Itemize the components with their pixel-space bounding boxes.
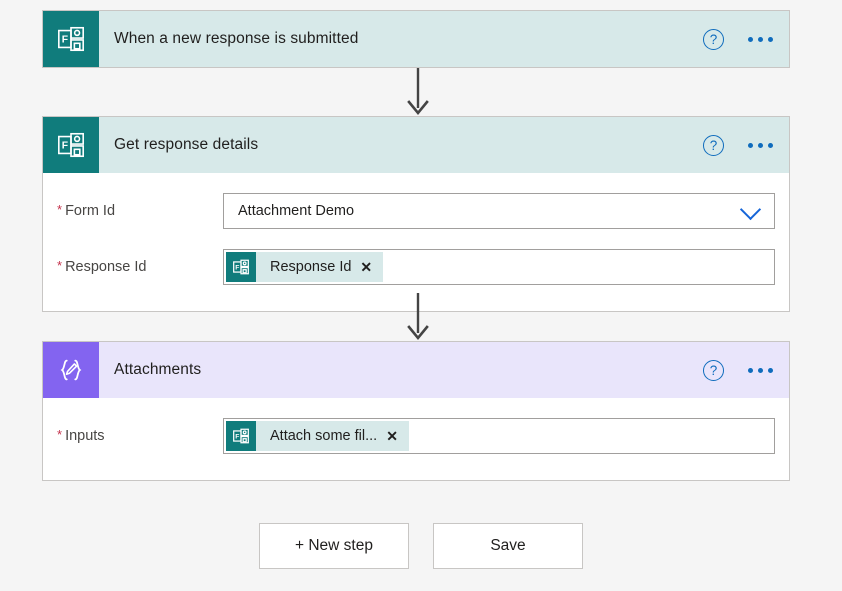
field-row-form-id: *Form Id Attachment Demo bbox=[43, 193, 789, 229]
card-header-actions: ? bbox=[703, 11, 775, 67]
token-label-inputs: Attach some fil... bbox=[270, 428, 378, 444]
card-header-get-response-details[interactable]: F Get response details ? bbox=[43, 117, 789, 173]
new-step-button[interactable]: + New step bbox=[259, 523, 409, 569]
dynamic-token-chip-inputs[interactable]: F Attach some fil... ✕ bbox=[226, 421, 409, 451]
overflow-menu-icon[interactable] bbox=[746, 137, 775, 154]
microsoft-forms-icon: F bbox=[43, 117, 99, 173]
field-label-inputs: *Inputs bbox=[57, 427, 223, 445]
overflow-menu-icon[interactable] bbox=[746, 31, 775, 48]
field-row-inputs: *Inputs F bbox=[43, 418, 789, 454]
field-label-text-response-id: Response Id bbox=[65, 259, 147, 275]
flow-step-card-get-response-details[interactable]: F Get response details ? *Form Id bbox=[42, 116, 790, 312]
microsoft-forms-icon: F bbox=[226, 252, 256, 282]
token-label-response-id: Response Id bbox=[270, 259, 352, 275]
microsoft-forms-icon: F bbox=[226, 421, 256, 451]
card-header-actions: ? bbox=[703, 117, 775, 173]
flow-step-card-trigger[interactable]: F When a new response is submitted ? bbox=[42, 10, 790, 68]
svg-text:F: F bbox=[235, 264, 239, 271]
field-row-response-id: *Response Id F bbox=[43, 249, 789, 285]
overflow-menu-icon[interactable] bbox=[746, 362, 775, 379]
required-marker-inputs: * bbox=[57, 427, 63, 442]
svg-text:F: F bbox=[62, 140, 68, 151]
compose-braces-pencil-icon bbox=[43, 342, 99, 398]
field-label-text-form-id: Form Id bbox=[65, 203, 116, 219]
help-icon[interactable]: ? bbox=[703, 134, 724, 156]
microsoft-forms-icon: F bbox=[43, 11, 99, 67]
chevron-down-icon[interactable] bbox=[739, 198, 762, 221]
response-id-input[interactable]: F Response Id ✕ bbox=[223, 249, 775, 285]
form-id-dropdown[interactable]: Attachment Demo bbox=[223, 193, 775, 229]
required-marker-form-id: * bbox=[57, 202, 63, 217]
field-label-text-inputs: Inputs bbox=[65, 428, 105, 444]
card-body-get-response-details: *Form Id Attachment Demo *Response Id bbox=[43, 173, 789, 311]
card-header-actions: ? bbox=[703, 342, 775, 398]
footer-button-bar: + New step Save bbox=[0, 523, 842, 569]
card-title-get-response-details: Get response details bbox=[114, 136, 259, 153]
field-label-response-id: *Response Id bbox=[57, 258, 223, 276]
help-icon[interactable]: ? bbox=[703, 359, 724, 381]
remove-token-icon[interactable]: ✕ bbox=[360, 259, 373, 275]
form-id-value: Attachment Demo bbox=[238, 203, 355, 219]
svg-text:F: F bbox=[235, 433, 239, 440]
save-button[interactable]: Save bbox=[433, 523, 583, 569]
svg-text:F: F bbox=[62, 34, 68, 45]
required-marker-response-id: * bbox=[57, 258, 63, 273]
connector-get-response-to-attachments bbox=[404, 293, 432, 341]
card-title-attachments: Attachments bbox=[114, 361, 202, 378]
inputs-field[interactable]: F Attach some fil... ✕ bbox=[223, 418, 775, 454]
card-title-trigger: When a new response is submitted bbox=[114, 30, 359, 47]
remove-token-icon[interactable]: ✕ bbox=[386, 428, 398, 444]
connector-trigger-to-get-response bbox=[404, 68, 432, 116]
card-header-trigger[interactable]: F When a new response is submitted ? bbox=[43, 11, 789, 67]
field-label-form-id: *Form Id bbox=[57, 202, 223, 220]
card-header-attachments[interactable]: Attachments ? bbox=[43, 342, 789, 398]
dynamic-token-chip-response-id[interactable]: F Response Id ✕ bbox=[226, 252, 384, 282]
card-body-attachments: *Inputs F bbox=[43, 398, 789, 480]
help-icon[interactable]: ? bbox=[703, 28, 724, 50]
flow-step-card-attachments[interactable]: Attachments ? *Inputs bbox=[42, 341, 790, 481]
